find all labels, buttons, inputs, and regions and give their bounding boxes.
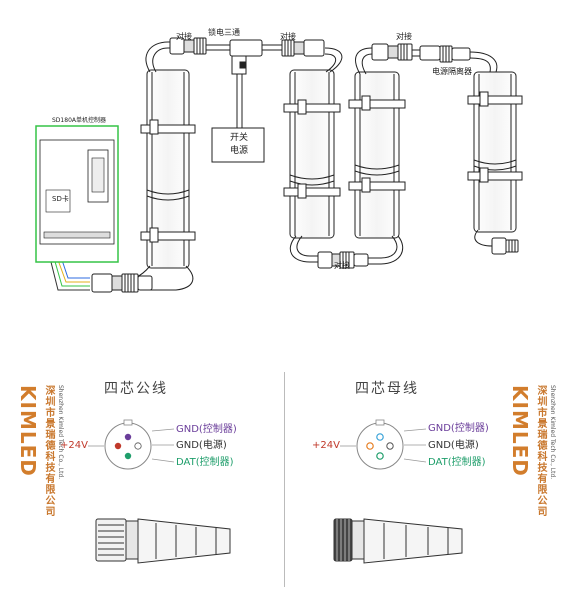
female-connector-title: 四芯母线: [355, 381, 419, 397]
label-pair-top-right: 对接: [396, 32, 412, 41]
label-pair-top-left: 对接: [176, 32, 192, 41]
female-gnd-power-label: GND(电源): [428, 440, 479, 451]
connector-top-right: [371, 43, 471, 63]
female-connector-figure: [333, 419, 463, 564]
male-gnd-power-label: GND(电源): [176, 440, 227, 451]
brand-name: KIMLED: [508, 385, 532, 477]
male-pin-24v: [114, 442, 122, 450]
led-tube-2: [283, 69, 341, 239]
male-dat-ctrl-label: DAT(控制器): [176, 457, 234, 468]
t-splitter: [229, 39, 263, 75]
label-power-box-line2: 电源: [230, 146, 249, 156]
label-controller-title: SD180A单机控制器: [52, 117, 106, 124]
label-pair-bottom: 对接: [334, 261, 350, 270]
male-v24-label: +24V: [60, 440, 88, 451]
brand-company-cn: 深圳市景瑞德科技有限公司: [43, 385, 54, 517]
male-connector-figure: [88, 419, 231, 564]
female-dat-ctrl-label: DAT(控制器): [428, 457, 486, 468]
male-pin-dat: [124, 452, 132, 460]
label-sd-card: SD卡: [52, 195, 69, 203]
led-tube-4: [467, 71, 523, 233]
connector-top-left: [169, 37, 207, 55]
male-gnd-ctrl-label: GND(控制器): [176, 424, 237, 435]
label-power-isolator: 电源隔离器: [432, 67, 472, 76]
female-v24-label: +24V: [312, 440, 340, 451]
label-splitter: 锁电三通: [208, 28, 240, 37]
male-pin-gnd-ctrl: [124, 433, 132, 441]
female-face: [356, 422, 404, 470]
brand-company-en: Shenzhen Kimled Tech Co., Ltd.: [57, 385, 64, 480]
male-face: [104, 422, 152, 470]
female-pin-gnd-ctrl: [376, 433, 384, 441]
male-connector-title: 四芯公线: [104, 381, 168, 397]
label-power-box-line1: 开关: [230, 133, 249, 143]
female-pin-dat: [376, 452, 384, 460]
controller: [35, 125, 119, 263]
connector-bottom: [317, 251, 369, 269]
brand-company-cn: 深圳市景瑞德科技有限公司: [535, 385, 546, 517]
power-supply-box: [211, 127, 265, 163]
female-pin-24v: [366, 442, 374, 450]
wiring-diagram: [35, 37, 523, 293]
female-pin-gnd-power: [386, 442, 394, 450]
brand-block-right: KIMLED 深圳市景瑞德科技有限公司 Shenzhen Kimled Tech…: [508, 385, 556, 517]
male-pin-gnd-power: [134, 442, 142, 450]
female-gnd-ctrl-label: GND(控制器): [428, 423, 489, 434]
brand-block-left: KIMLED 深圳市景瑞德科技有限公司 Shenzhen Kimled Tech…: [16, 385, 64, 517]
divider: [284, 372, 285, 587]
connector-controller: [91, 273, 153, 293]
power-isolator: [419, 45, 441, 61]
led-tube-3: [348, 71, 406, 239]
connector-top-mid: [281, 39, 325, 57]
brand-name: KIMLED: [16, 385, 40, 477]
led-tube-1: [140, 69, 196, 269]
male-connector-body: [95, 518, 231, 564]
brand-company-en: Shenzhen Kimled Tech Co., Ltd.: [549, 385, 556, 480]
female-connector-body: [333, 518, 463, 564]
label-pair-top-mid: 对接: [280, 32, 296, 41]
connector-right-tail: [491, 237, 519, 255]
